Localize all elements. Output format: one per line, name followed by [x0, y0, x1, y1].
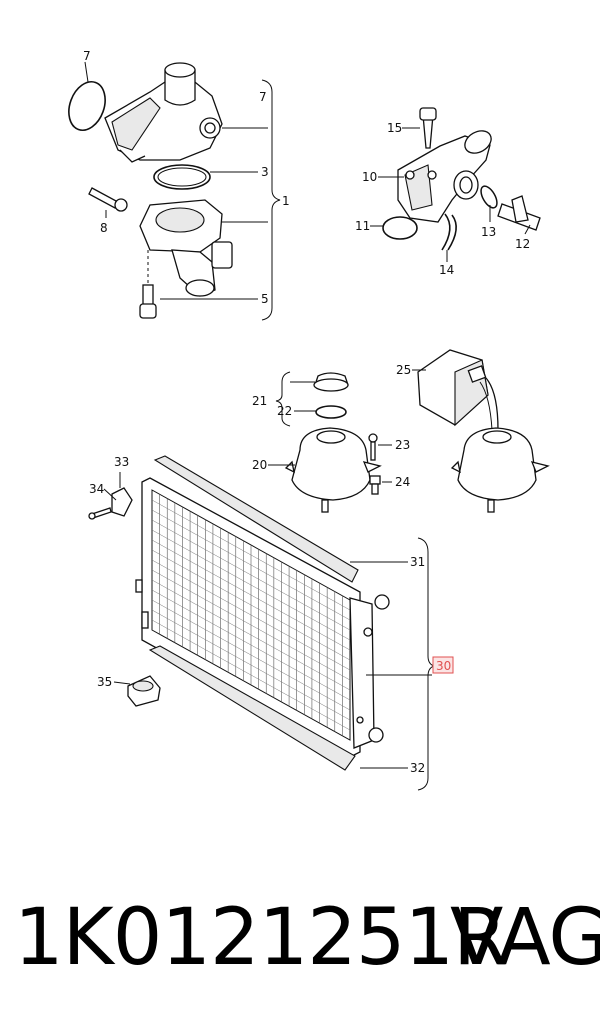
seal-strip-31 [153, 455, 359, 583]
seal-strip-32 [148, 645, 356, 771]
radiator-tube [151, 569, 351, 681]
callout-30-highlight [432, 656, 454, 674]
callout-10: 10 [362, 170, 377, 184]
callout-23: 23 [395, 438, 410, 452]
callout-34: 34 [89, 482, 104, 496]
callout-7-left: 7 [83, 49, 91, 63]
callout-32: 32 [410, 761, 425, 775]
radiator-tube [151, 559, 351, 671]
callout-25: 25 [396, 363, 411, 377]
callout-12: 12 [515, 237, 530, 251]
callout-31: 31 [410, 555, 425, 569]
parts-diagram: 7 7 3 1 8 5 15 10 11 13 12 14 25 21 22 2… [68, 49, 550, 791]
callout-1: 1 [282, 194, 290, 208]
radiator-tube [151, 509, 351, 621]
callout-22: 22 [277, 404, 292, 418]
radiator-tube [151, 589, 351, 701]
callout-20: 20 [252, 458, 267, 472]
radiator-tube [151, 579, 351, 691]
mount-33 [111, 487, 133, 517]
callout-14: 14 [439, 263, 454, 277]
callout-8: 8 [100, 221, 108, 235]
radiator-30 [135, 477, 390, 757]
callout-5: 5 [261, 292, 269, 306]
filler-cap [313, 372, 349, 392]
callout-35: 35 [97, 675, 112, 689]
expansion-tank-group [268, 371, 392, 513]
callout-7-right: 7 [259, 90, 267, 104]
flange-10 [397, 130, 492, 223]
bolt-15 [419, 107, 437, 149]
callout-labels: 7 7 3 1 8 5 15 10 11 13 12 14 25 21 22 2… [83, 49, 530, 775]
radiator-tube [151, 539, 351, 651]
upper-housing [104, 62, 223, 163]
callout-24: 24 [395, 475, 410, 489]
radiator-tube [151, 549, 351, 661]
radiator-tube [151, 609, 351, 721]
o-ring-11 [382, 216, 418, 240]
bolt-8 [88, 187, 128, 212]
screw-34 [88, 507, 112, 520]
callout-15: 15 [387, 121, 402, 135]
callout-3: 3 [261, 165, 269, 179]
radiator-tube [151, 599, 351, 711]
radiator-tube [151, 519, 351, 631]
rubber-mount-35 [127, 675, 161, 707]
coolant-bottle-25 [417, 349, 489, 427]
part-number: 1K0121251R [14, 893, 507, 983]
caption: 1K0121251R VAG [0, 890, 600, 1000]
expansion-tank-right [450, 427, 550, 513]
clip-14 [441, 213, 457, 251]
callout-13: 13 [481, 225, 496, 239]
radiator-tube [151, 529, 351, 641]
radiator-group [88, 455, 436, 791]
o-ring-7-left [68, 80, 106, 132]
callout-33: 33 [114, 455, 129, 469]
coolant-bottle-group [412, 349, 550, 513]
coolant-flange-group [370, 107, 541, 262]
lower-housing [139, 199, 233, 297]
callout-11: 11 [355, 219, 370, 233]
radiator-tube [151, 619, 351, 731]
brand-name: VAG [450, 893, 600, 983]
screw-23 [368, 433, 378, 461]
sensor-12 [497, 195, 541, 231]
o-ring-13 [480, 185, 498, 209]
callout-21: 21 [252, 394, 267, 408]
expansion-tank-20 [284, 427, 382, 513]
thermostat-housing-group [68, 61, 281, 321]
radiator-fins [151, 494, 351, 736]
radiator-tube [151, 499, 351, 611]
bolt-5 [139, 250, 157, 319]
o-ring-3 [153, 164, 211, 190]
screw-24 [369, 475, 381, 495]
callout-30: 30 [436, 659, 451, 673]
seal-22 [315, 405, 347, 419]
